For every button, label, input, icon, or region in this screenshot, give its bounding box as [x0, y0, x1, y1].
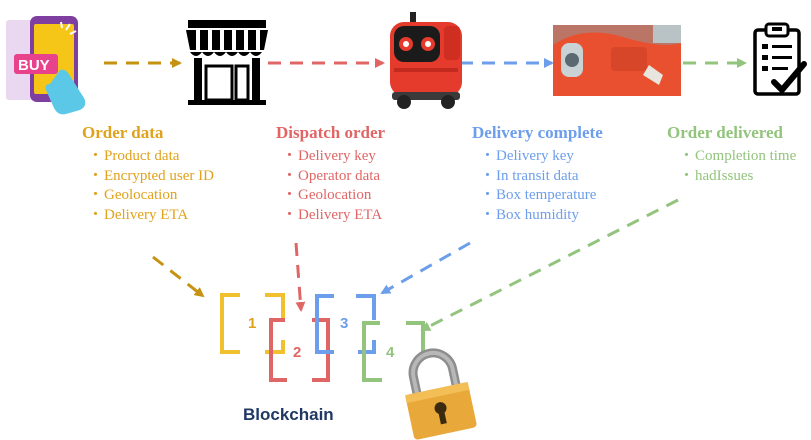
- padlock-icon: [405, 348, 477, 440]
- list-item: Delivery ETA: [282, 206, 385, 226]
- block-number-3: 3: [340, 315, 349, 332]
- heading-dispatch-order: Dispatch order: [276, 123, 386, 142]
- list-item: Geolocation: [282, 186, 385, 206]
- buy-label: BUY: [18, 57, 50, 74]
- order-data-items: Product data Encrypted user ID Geolocati…: [88, 147, 214, 225]
- step-order-data: Order data Product data Encrypted user I…: [82, 123, 214, 225]
- chain-link-4: [362, 321, 425, 382]
- block-number-2: 2: [293, 344, 302, 361]
- arrow-delivered-to-block-4: [420, 198, 679, 332]
- delivery-robot-closeup-icon: [553, 25, 681, 96]
- list-item: Delivery key: [282, 147, 385, 167]
- list-item: Geolocation: [88, 186, 214, 206]
- arrow-dispatch-to-block-2: [294, 242, 306, 312]
- list-item: hadIssues: [679, 167, 796, 187]
- arrow-complete-to-block-3: [380, 241, 471, 295]
- list-item: In transit data: [480, 167, 603, 187]
- list-item: Product data: [88, 147, 214, 167]
- arrow-order-to-block-1: [152, 255, 205, 298]
- block-number-4: 4: [386, 344, 395, 361]
- list-item: Box temperature: [480, 186, 603, 206]
- list-item: Box humidity: [480, 206, 603, 226]
- step-delivery-complete: Delivery complete Delivery key In transi…: [472, 123, 603, 225]
- list-item: Encrypted user ID: [88, 167, 214, 187]
- clipboard-check-icon: [753, 22, 807, 96]
- heading-order-data: Order data: [82, 123, 164, 142]
- delivery-robot-icon: [390, 12, 462, 109]
- list-item: Completion time: [679, 147, 796, 167]
- list-item: Delivery key: [480, 147, 603, 167]
- phone-buy-icon: BUY: [6, 16, 86, 115]
- storefront-icon: [186, 20, 268, 105]
- order-delivered-items: Completion time hadIssues: [679, 147, 796, 186]
- blockchain-title: Blockchain: [243, 405, 334, 424]
- list-item: Delivery ETA: [88, 206, 214, 226]
- list-item: Operator data: [282, 167, 385, 187]
- heading-order-delivered: Order delivered: [667, 123, 783, 142]
- dispatch-order-items: Delivery key Operator data Geolocation D…: [282, 147, 385, 225]
- step-order-delivered: Order delivered Completion time hadIssue…: [667, 123, 796, 186]
- step-dispatch-order: Dispatch order Delivery key Operator dat…: [276, 123, 385, 225]
- heading-delivery-complete: Delivery complete: [472, 123, 603, 142]
- delivery-complete-items: Delivery key In transit data Box tempera…: [480, 147, 603, 225]
- block-number-1: 1: [248, 315, 257, 332]
